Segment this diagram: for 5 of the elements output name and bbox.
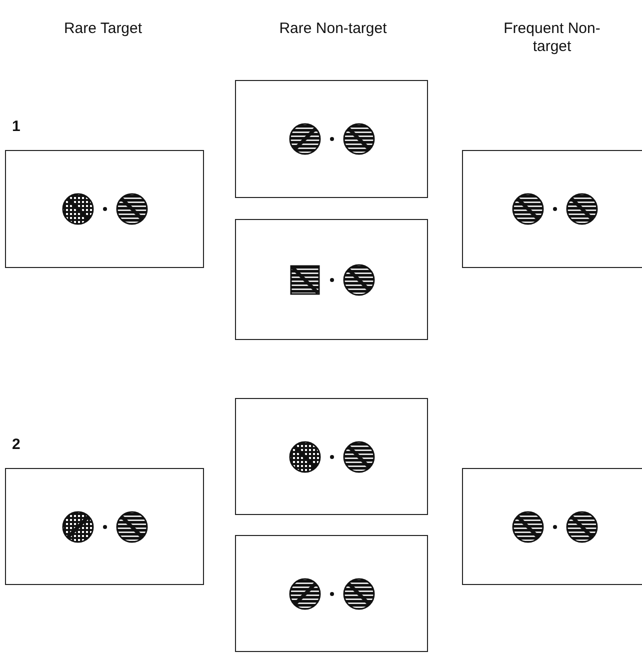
row-number: 2 [12, 436, 20, 453]
column-heading: Rare Non-target [278, 20, 388, 38]
column-heading: Frequent Non-target [502, 20, 602, 56]
row-number: 1 [12, 118, 20, 135]
column-heading: Rare Target [63, 20, 143, 38]
